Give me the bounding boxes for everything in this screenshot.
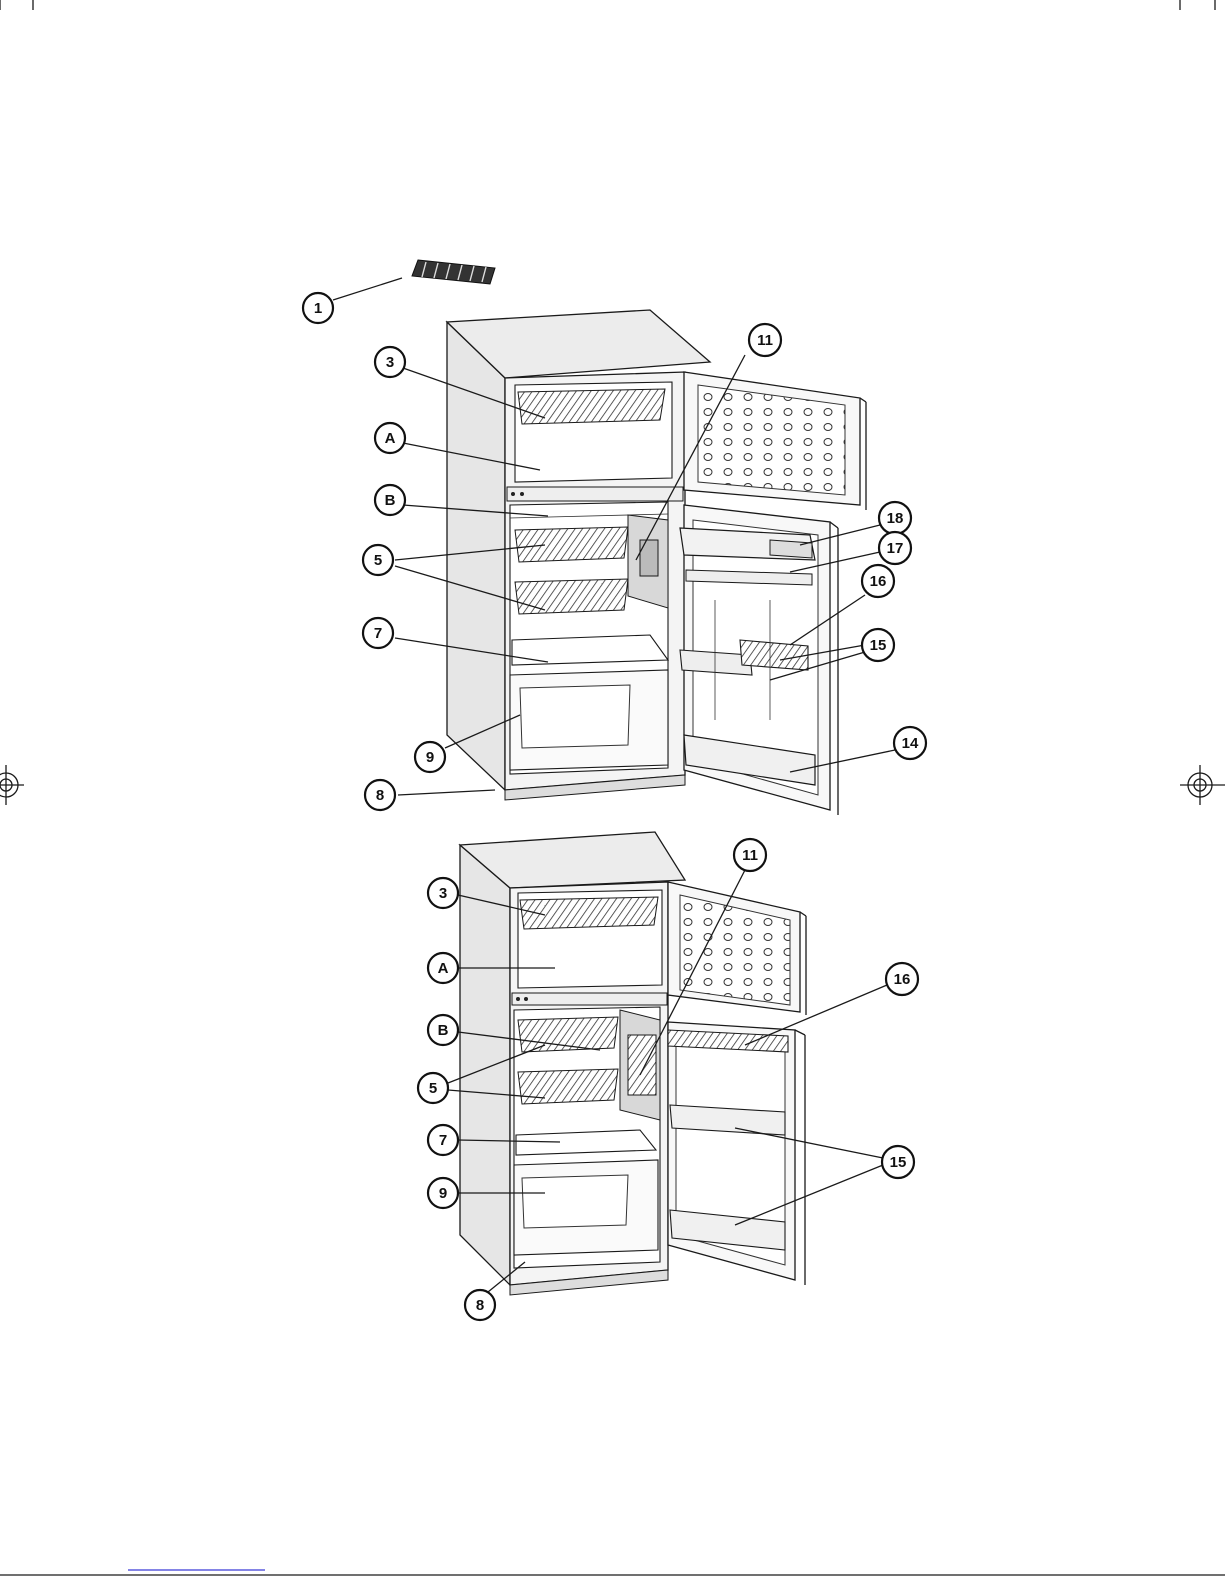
fridge-glass-shelf-1 bbox=[515, 527, 628, 562]
svg-text:15: 15 bbox=[890, 1154, 907, 1171]
callout-7: 7 bbox=[363, 618, 393, 648]
svg-text:16: 16 bbox=[870, 573, 887, 590]
registration-mark-right bbox=[1180, 765, 1225, 805]
freezer-grid-shelf bbox=[518, 389, 665, 424]
callout-A-lower: A bbox=[428, 953, 458, 983]
svg-text:9: 9 bbox=[426, 749, 434, 766]
svg-text:B: B bbox=[385, 492, 396, 509]
svg-text:16: 16 bbox=[894, 971, 911, 988]
svg-text:3: 3 bbox=[386, 354, 394, 371]
fridge-glass-shelf-lower-1 bbox=[518, 1017, 618, 1052]
callout-18: 18 bbox=[879, 502, 911, 534]
svg-text:7: 7 bbox=[439, 1132, 447, 1149]
svg-text:B: B bbox=[438, 1022, 449, 1039]
callout-B: B bbox=[375, 485, 405, 515]
callout-9: 9 bbox=[415, 742, 445, 772]
callout-3-lower: 3 bbox=[428, 878, 458, 908]
svg-text:8: 8 bbox=[376, 787, 384, 804]
callout-8: 8 bbox=[365, 780, 395, 810]
callout-15-lower: 15 bbox=[882, 1146, 914, 1178]
svg-text:9: 9 bbox=[439, 1185, 447, 1202]
svg-text:5: 5 bbox=[374, 552, 382, 569]
svg-text:11: 11 bbox=[742, 847, 758, 864]
ice-tray-icon bbox=[412, 260, 495, 284]
callout-15: 15 bbox=[862, 629, 894, 661]
callout-7-lower: 7 bbox=[428, 1125, 458, 1155]
svg-text:1: 1 bbox=[314, 300, 322, 317]
upper-fridge-illustration bbox=[412, 260, 866, 815]
svg-text:8: 8 bbox=[476, 1297, 484, 1314]
thermostat-housing bbox=[640, 540, 658, 576]
callout-B-lower: B bbox=[428, 1015, 458, 1045]
svg-text:5: 5 bbox=[429, 1080, 437, 1097]
svg-text:A: A bbox=[385, 430, 396, 447]
callout-A: A bbox=[375, 423, 405, 453]
lower-fridge-illustration bbox=[460, 832, 806, 1295]
callout-1: 1 bbox=[303, 293, 333, 323]
svg-text:14: 14 bbox=[902, 735, 919, 752]
registration-mark-left bbox=[0, 765, 24, 805]
callout-5-lower: 5 bbox=[418, 1073, 448, 1103]
fridge-glass-shelf-2 bbox=[515, 579, 628, 614]
callout-16-lower: 16 bbox=[886, 963, 918, 995]
callout-11-lower: 11 bbox=[734, 839, 766, 871]
callout-3: 3 bbox=[375, 347, 405, 377]
callout-17: 17 bbox=[879, 532, 911, 564]
svg-text:A: A bbox=[438, 960, 449, 977]
callout-11: 11 bbox=[749, 324, 781, 356]
svg-text:7: 7 bbox=[374, 625, 382, 642]
svg-text:3: 3 bbox=[439, 885, 447, 902]
freezer-grid-shelf-lower bbox=[520, 897, 658, 929]
svg-text:18: 18 bbox=[887, 510, 904, 527]
callout-9-lower: 9 bbox=[428, 1178, 458, 1208]
callout-5: 5 bbox=[363, 545, 393, 575]
callout-8-lower: 8 bbox=[465, 1290, 495, 1320]
fridge-glass-shelf-lower-2 bbox=[518, 1069, 618, 1104]
svg-text:15: 15 bbox=[870, 637, 887, 654]
svg-text:17: 17 bbox=[887, 540, 904, 557]
thermostat-housing-lower bbox=[628, 1035, 656, 1095]
callout-16: 16 bbox=[862, 565, 894, 597]
callout-14: 14 bbox=[894, 727, 926, 759]
svg-text:11: 11 bbox=[757, 332, 773, 349]
